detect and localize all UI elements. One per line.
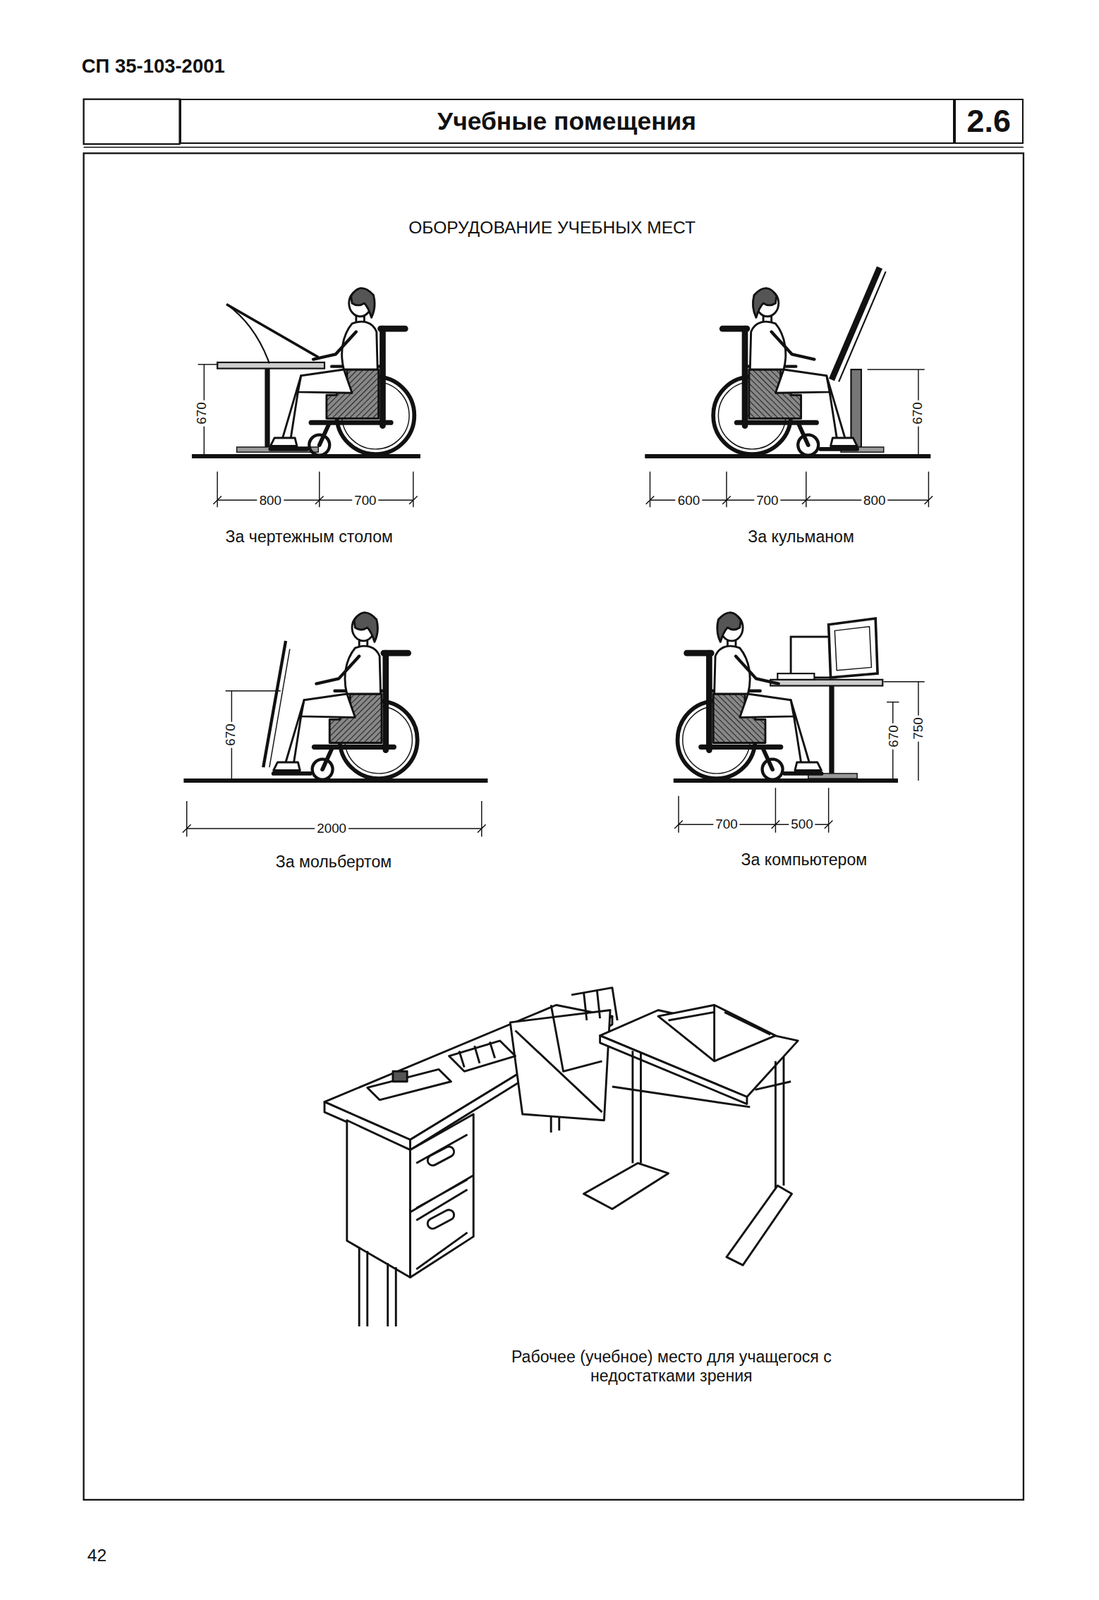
dimension-label: 800 bbox=[257, 493, 284, 509]
dimension-label: 670 bbox=[194, 399, 211, 427]
document-code: СП 35-103-2001 bbox=[81, 55, 226, 78]
figure-heading: ОБОРУДОВАНИЕ УЧЕБНЫХ МЕСТ bbox=[408, 217, 696, 238]
dimension-label: 670 bbox=[909, 399, 926, 427]
dimension-label: 2000 bbox=[314, 821, 349, 837]
dimension-label: 750 bbox=[910, 715, 927, 742]
figure-caption: За мольбертом bbox=[275, 852, 392, 872]
dimension-label: 800 bbox=[861, 493, 888, 509]
dimension-label: 670 bbox=[885, 723, 902, 750]
figure-caption: За компьютером bbox=[741, 850, 868, 870]
section-title: Учебные помещения bbox=[437, 107, 697, 137]
figure-caption: За чертежным столом bbox=[225, 527, 393, 547]
section-title-box: Учебные помещения bbox=[179, 98, 955, 144]
figure-caption: За кульманом bbox=[747, 527, 855, 547]
section-number-box: 2.6 bbox=[954, 98, 1024, 144]
figure-caption: Рабочее (учебное) место для учащегося с … bbox=[495, 1348, 848, 1387]
section-number: 2.6 bbox=[967, 102, 1011, 140]
dimension-label: 600 bbox=[675, 493, 702, 509]
dimension-label: 700 bbox=[713, 816, 740, 833]
dimension-label: 700 bbox=[754, 493, 781, 509]
page-number: 42 bbox=[87, 1546, 107, 1566]
dimension-label: 500 bbox=[788, 816, 815, 833]
dimension-label: 670 bbox=[222, 721, 239, 748]
dimension-label: 700 bbox=[351, 493, 379, 509]
